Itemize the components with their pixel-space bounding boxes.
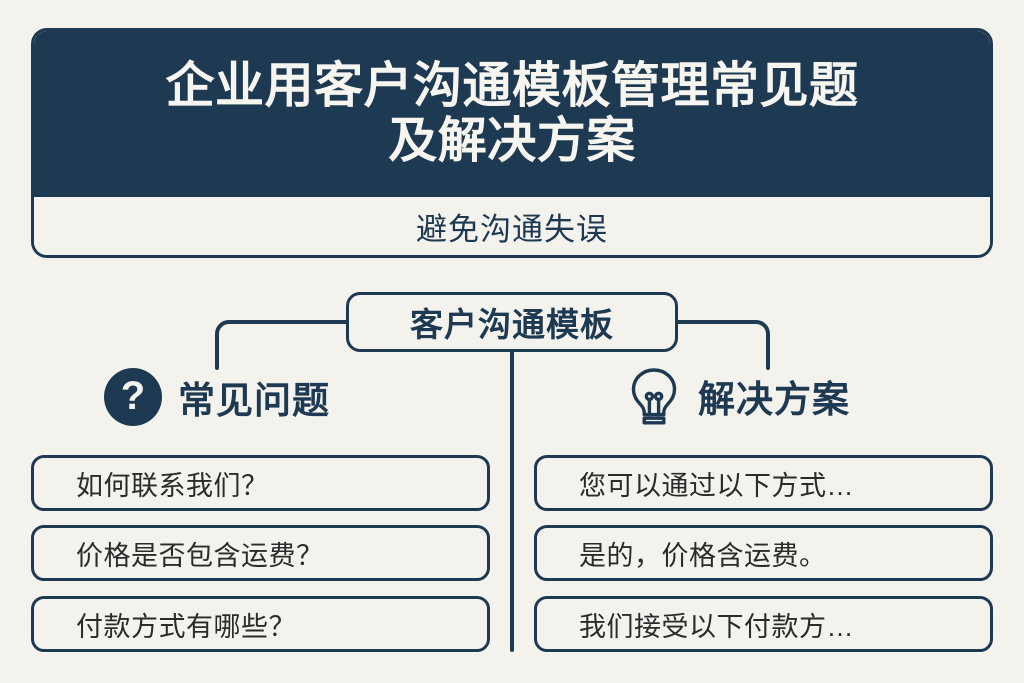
branch-label-questions: 常见问题	[178, 380, 330, 421]
title-band: 企业用客户沟通模板管理常见题 及解决方案	[34, 31, 990, 197]
center-node-label: 客户沟通模板	[410, 306, 614, 343]
branch-label-solutions: 解决方案	[698, 379, 850, 420]
lightbulb-icon	[631, 368, 677, 425]
question-card-text: 付款方式有哪些？	[76, 611, 296, 642]
question-card-text: 价格是否包含运费？	[76, 540, 324, 571]
connector-left	[215, 320, 348, 370]
solution-card[interactable]: 您可以通过以下方式…	[534, 455, 993, 511]
question-card-text: 如何联系我们？	[76, 470, 269, 501]
center-node[interactable]: 客户沟通模板	[346, 292, 678, 352]
solution-card-text: 您可以通过以下方式…	[579, 470, 854, 501]
branch-header-questions: ? 常见问题	[104, 368, 330, 426]
branch-header-solutions: 解决方案	[626, 366, 850, 426]
solution-card-text: 是的，价格含运费。	[579, 540, 827, 571]
question-mark-glyph: ?	[120, 374, 146, 418]
page-title: 企业用客户沟通模板管理常见题 及解决方案	[165, 59, 859, 168]
question-card[interactable]: 价格是否包含运费？	[31, 525, 490, 581]
solution-card[interactable]: 是的，价格含运费。	[534, 525, 993, 581]
solution-card[interactable]: 我们接受以下付款方…	[534, 596, 993, 652]
header-panel: 企业用客户沟通模板管理常见题 及解决方案 避免沟通失误	[31, 28, 993, 258]
question-card[interactable]: 如何联系我们？	[31, 455, 490, 511]
question-card[interactable]: 付款方式有哪些？	[31, 596, 490, 652]
question-mark-circle-icon: ?	[104, 368, 162, 426]
connector-right	[676, 320, 770, 370]
page-subtitle: 避免沟通失误	[416, 211, 608, 247]
subtitle-band: 避免沟通失误	[34, 197, 990, 255]
solution-card-text: 我们接受以下付款方…	[579, 611, 854, 642]
